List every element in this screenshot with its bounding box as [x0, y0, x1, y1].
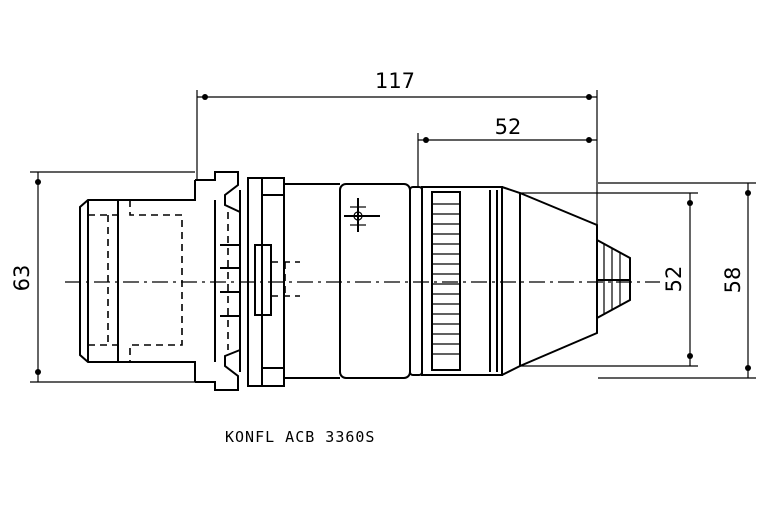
tapered-nose [501, 186, 631, 376]
dimension-117-label: 117 [375, 69, 415, 93]
dimension-52-top-label: 52 [495, 115, 522, 139]
drawing-caption: KONFL ACB 3360S [225, 428, 375, 446]
dimension-body-height: 63 [10, 171, 195, 383]
mounting-adapter [195, 171, 249, 391]
dimension-overall-length: 117 [196, 69, 598, 225]
dimension-58-label: 58 [721, 267, 745, 294]
knurled-ring [421, 186, 503, 376]
dimension-front-length: 52 [417, 115, 597, 186]
dimension-52-right-label: 52 [662, 266, 686, 293]
contact-block [79, 180, 196, 382]
front-bezel [339, 183, 423, 379]
dimension-63-label: 63 [10, 265, 34, 292]
dimension-nose-diameter: 52 [520, 192, 698, 367]
dimension-collar-diameter: 58 [598, 182, 756, 379]
